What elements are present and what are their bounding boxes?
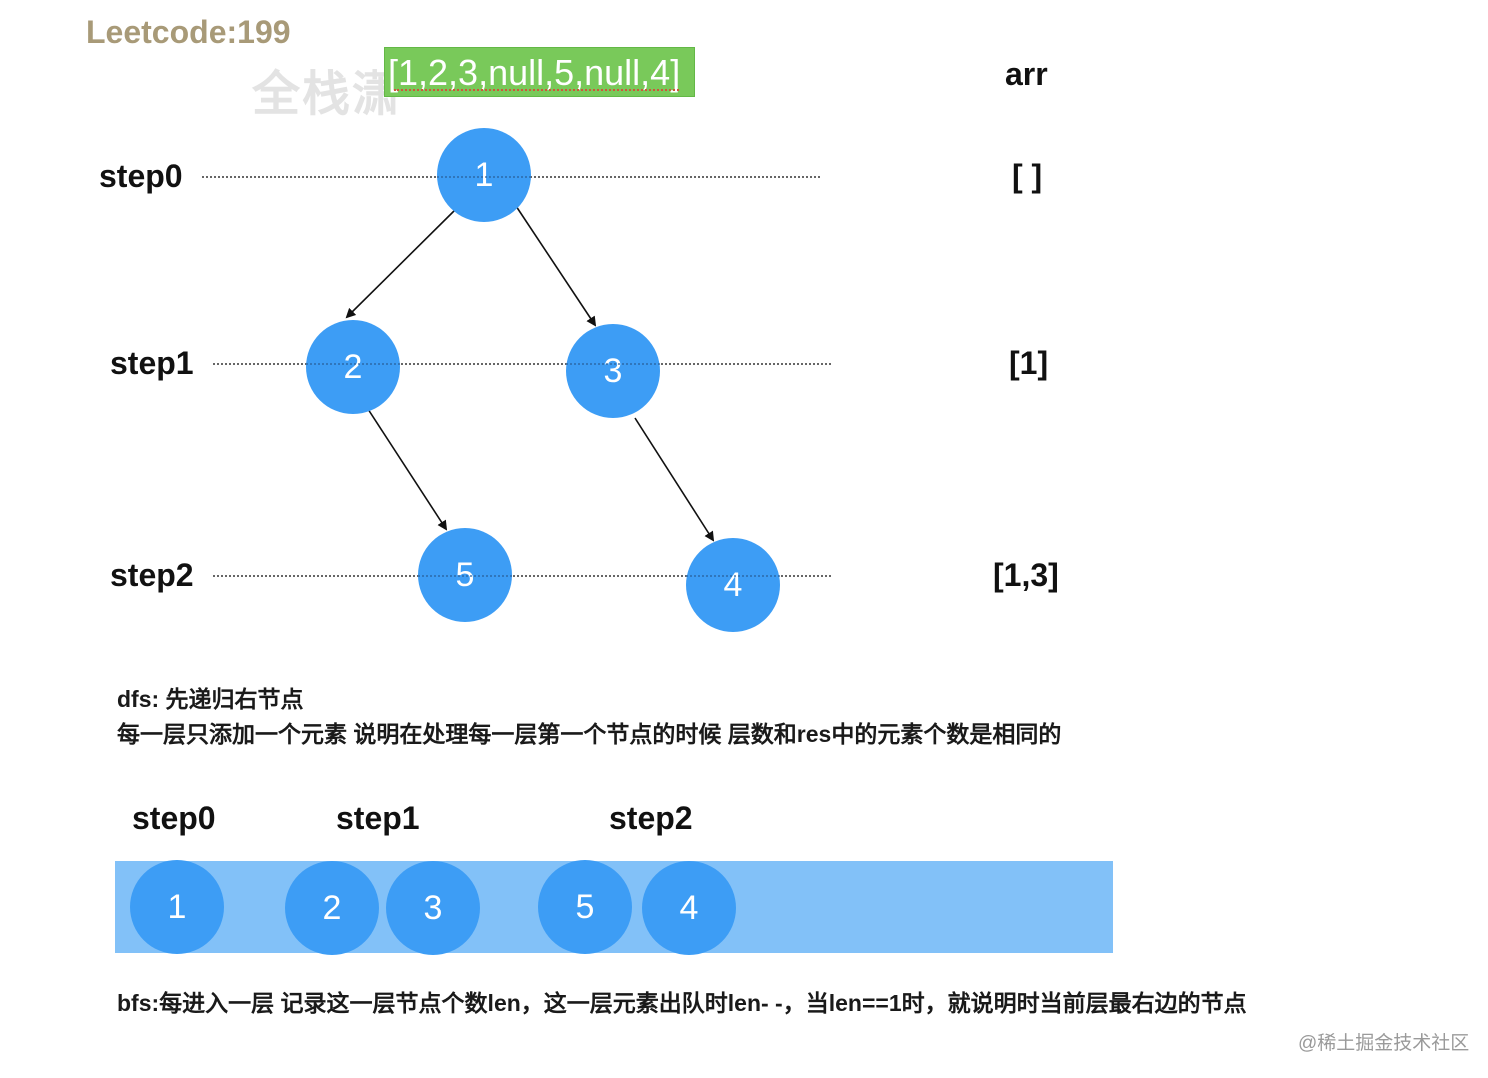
arr-value-step0: [ ] [1012, 158, 1043, 194]
level-label-step1: step1 [110, 345, 194, 381]
edge-3-4 [634, 417, 715, 542]
level-label-step0: step0 [99, 158, 183, 194]
tree-node-4: 4 [686, 538, 780, 632]
input-array-text: [1,2,3,null,5,null,4] [388, 52, 681, 93]
queue-step-label-2: step2 [609, 800, 693, 836]
queue-node-2: 2 [285, 861, 379, 955]
arr-value-step2: [1,3] [993, 557, 1059, 593]
edge-2-5 [365, 405, 448, 531]
queue-step-label-1: step1 [336, 800, 420, 836]
tree-node-2: 2 [306, 320, 400, 414]
bfs-description: bfs:每进入一层 记录这一层节点个数len，这一层元素出队时len- -，当l… [117, 990, 1247, 1016]
input-underline [394, 89, 679, 91]
queue-node-4: 4 [642, 861, 736, 955]
queue-node-3: 3 [386, 861, 480, 955]
tree-node-3: 3 [566, 324, 660, 418]
tree-node-5: 5 [418, 528, 512, 622]
edge-1-3 [513, 202, 597, 327]
watermark-bottom: @稀土掘金技术社区 [1298, 1033, 1470, 1054]
queue-step-label-0: step0 [132, 800, 216, 836]
queue-node-5: 5 [538, 860, 632, 954]
tree-node-1: 1 [437, 128, 531, 222]
dfs-description-line1: dfs: 先递归右节点 [117, 686, 304, 712]
page-title: Leetcode:199 [86, 14, 291, 50]
dfs-description-line2: 每一层只添加一个元素 说明在处理每一层第一个节点的时候 层数和res中的元素个数… [117, 721, 1062, 747]
watermark-top: 全栈潇 [252, 68, 403, 121]
arr-value-step1: [1] [1009, 345, 1049, 381]
edge-1-2 [345, 209, 456, 319]
level-label-step2: step2 [110, 557, 194, 593]
input-array-box [384, 47, 695, 97]
queue-node-1: 1 [130, 860, 224, 954]
arr-header: arr [1005, 56, 1048, 92]
